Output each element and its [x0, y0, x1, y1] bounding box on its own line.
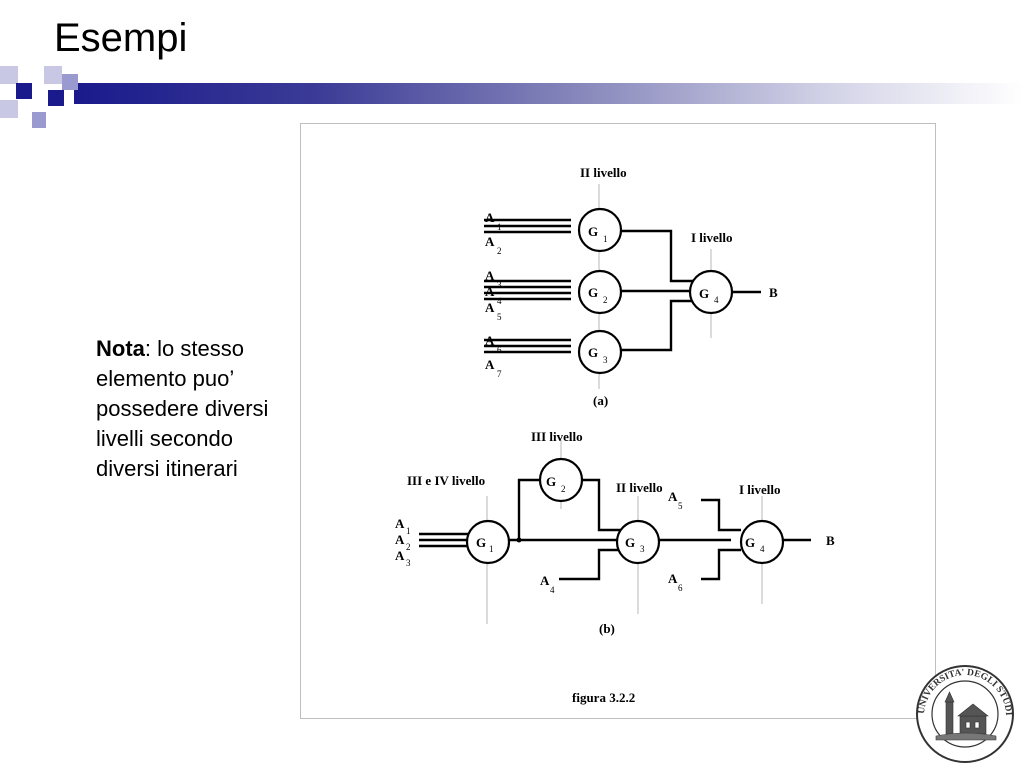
gate-sub: 3	[603, 355, 608, 365]
university-seal-logo: UNIVERSITA' DEGLI STUDI DI TRIESTE	[912, 660, 1014, 763]
note-text: Nota: lo stesso elemento puo’ possedere …	[96, 334, 296, 484]
input-sub: 2	[497, 246, 502, 256]
deco-square	[32, 112, 46, 128]
deco-square	[44, 66, 62, 84]
header-band	[74, 83, 1024, 104]
gate-sub: 4	[760, 544, 765, 554]
input-sub: 5	[678, 501, 683, 511]
caption-b: (b)	[599, 621, 615, 636]
deco-square	[48, 90, 64, 106]
input-label: A	[485, 210, 495, 225]
input-label: A	[485, 284, 495, 299]
input-sub: 6	[497, 345, 502, 355]
gate-sub: 1	[603, 234, 608, 244]
note-body: : lo stesso elemento puo’ possedere dive…	[96, 336, 269, 481]
gate-label: G	[588, 224, 598, 239]
gate-label: G	[546, 474, 556, 489]
level-label-i: I livello	[739, 482, 781, 497]
figure-caption: figura 3.2.2	[572, 690, 635, 705]
level-label-ii: II livello	[580, 165, 627, 180]
level-label-i: I livello	[691, 230, 733, 245]
input-sub: 4	[550, 585, 555, 595]
input-label: A	[668, 489, 678, 504]
input-label: A	[485, 234, 495, 249]
input-sub: 4	[497, 296, 502, 306]
level-label-iii: III livello	[531, 429, 583, 444]
gate-label: G	[588, 345, 598, 360]
diagram-a-gates	[577, 207, 734, 375]
input-label: A	[485, 268, 495, 283]
gate-sub: 2	[603, 295, 608, 305]
gate-sub: 1	[489, 544, 494, 554]
level-label-iii-iv: III e IV livello	[407, 473, 485, 488]
input-label: A	[485, 333, 495, 348]
diagram-b-wires	[419, 478, 811, 581]
input-label: A	[485, 357, 495, 372]
input-sub: 2	[406, 542, 411, 552]
deco-square	[0, 66, 18, 84]
gate-label: G	[699, 286, 709, 301]
gate-sub: 4	[714, 295, 719, 305]
input-sub: 3	[497, 280, 502, 290]
gate-label: G	[625, 535, 635, 550]
input-sub: 3	[406, 558, 411, 568]
input-label: A	[485, 300, 495, 315]
level-label-ii: II livello	[616, 480, 663, 495]
output-label: B	[826, 533, 835, 548]
deco-square	[62, 74, 78, 90]
input-label: A	[395, 516, 405, 531]
input-label: A	[668, 571, 678, 586]
gate-label: G	[588, 285, 598, 300]
diagram-a-wires	[484, 218, 761, 354]
input-label: A	[395, 532, 405, 547]
deco-square	[0, 100, 18, 118]
input-sub: 7	[497, 369, 502, 379]
input-sub: 1	[406, 526, 411, 536]
input-sub: 1	[497, 222, 502, 232]
slide-title: Esempi	[54, 16, 188, 60]
caption-a: (a)	[593, 393, 608, 408]
gate-sub: 2	[561, 484, 566, 494]
input-label: A	[540, 573, 550, 588]
input-sub: 5	[497, 312, 502, 322]
gate-label: G	[745, 535, 755, 550]
note-bold: Nota	[96, 336, 145, 361]
output-label: B	[769, 285, 778, 300]
junction-dot	[516, 537, 522, 543]
level-diagram: II livello I livello B (a) A1 A2 A3 A4 A…	[395, 165, 835, 705]
input-sub: 6	[678, 583, 683, 593]
deco-square	[16, 83, 32, 99]
input-label: A	[395, 548, 405, 563]
gate-sub: 3	[640, 544, 645, 554]
gate-label: G	[476, 535, 486, 550]
diagram-b-gates	[465, 457, 785, 565]
